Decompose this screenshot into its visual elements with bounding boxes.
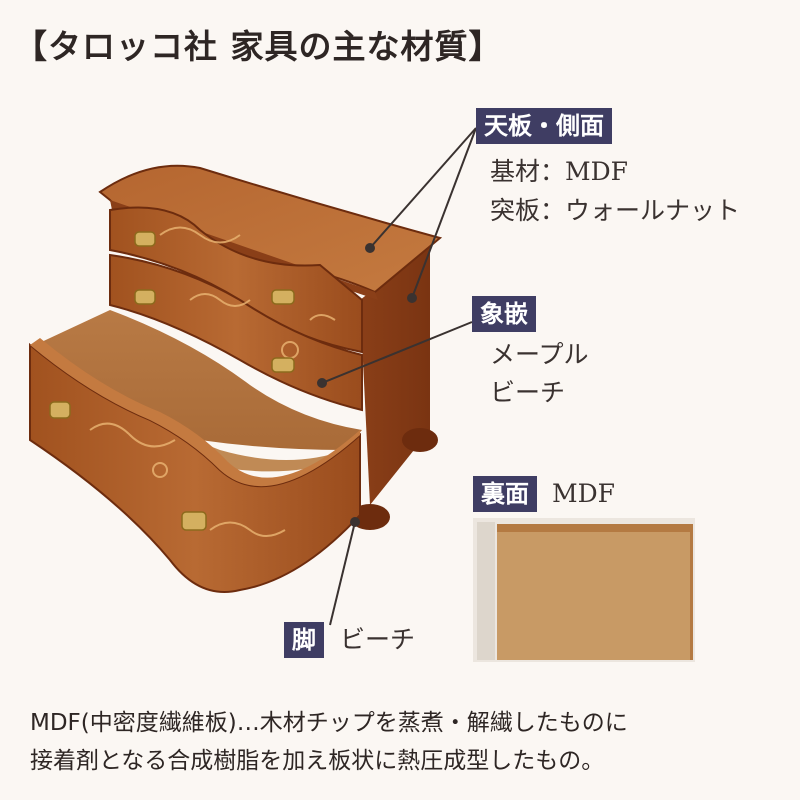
legs-material: ビーチ: [340, 625, 416, 654]
footnote-line-1: MDF(中密度繊維板)…木材チップを蒸煮・解繊したものに: [30, 710, 628, 736]
top-side-material-1: 基材：MDF: [490, 157, 628, 186]
leader-lines: [321, 127, 477, 626]
leg: [402, 428, 438, 452]
page-title: 【タロッコ社 家具の主な材質】: [14, 27, 503, 66]
handle: [49, 231, 295, 531]
label-top-side: 天板・側面: [476, 108, 612, 144]
drawer-2: [109, 253, 363, 412]
mdf-footnote: MDF(中密度繊維板)…木材チップを蒸煮・解繊したものに 接着剤となる合成樹脂を…: [30, 704, 780, 780]
back-material: MDF: [552, 479, 615, 508]
drawer-interior: [35, 310, 362, 450]
drawer-1: [109, 206, 363, 354]
label-back: 裏面: [473, 476, 537, 512]
inlay-material-1: メープル: [490, 340, 589, 369]
footnote-line-2: 接着剤となる合成樹脂を加え板状に熱圧成型したもの。: [30, 748, 605, 774]
back-board-image: [473, 518, 695, 662]
top-side-material-2: 突板：ウォールナット: [490, 196, 741, 225]
inlay-material-2: ビーチ: [490, 378, 566, 407]
label-legs: 脚: [284, 622, 324, 658]
label-inlay: 象嵌: [472, 296, 536, 332]
